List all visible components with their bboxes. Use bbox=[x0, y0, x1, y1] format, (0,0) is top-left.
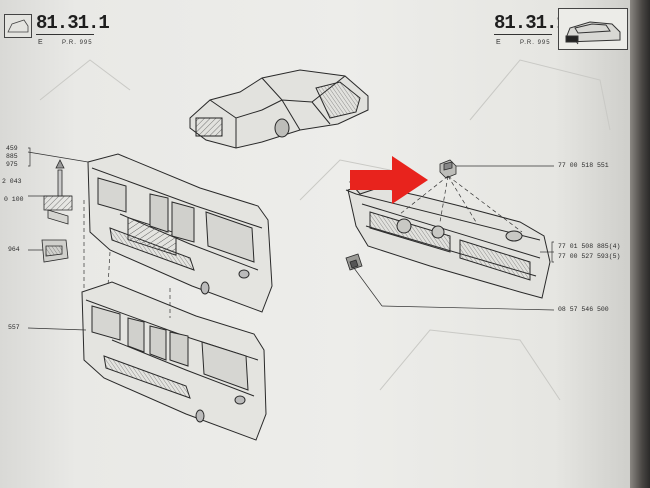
part-number-right-middle-1: 77 01 508 885(4) bbox=[558, 243, 620, 250]
header-left-code: 81.31.1 bbox=[36, 12, 110, 34]
part-number-right-middle-1-suffix: (4) bbox=[608, 243, 621, 250]
front-panel-upper bbox=[87, 153, 273, 313]
part-number-left-3: 975 bbox=[6, 161, 18, 168]
header-left-rule bbox=[36, 34, 94, 35]
header-left-sub: P.R. 995 bbox=[62, 40, 93, 46]
header-left-icon bbox=[4, 14, 32, 38]
part-number-left-2: 885 bbox=[6, 153, 18, 160]
part-number-left-7: 557 bbox=[8, 324, 20, 331]
background-ghost-sketch bbox=[39, 59, 611, 401]
leader-lines-right bbox=[399, 175, 523, 233]
part-number-right-top: 77 00 518 551 bbox=[558, 162, 609, 169]
red-arrow-indicator bbox=[350, 156, 428, 204]
front-panel-lower bbox=[81, 281, 267, 441]
car-body-shell bbox=[189, 69, 369, 149]
leader-lines-right-solid bbox=[353, 165, 555, 311]
header-left-letter: E bbox=[38, 39, 43, 46]
header-left-car-icon bbox=[7, 19, 29, 33]
part-number-left-4: 2 043 bbox=[2, 178, 22, 185]
part-number-right-bottom: 08 57 546 500 bbox=[558, 306, 609, 313]
clip-part-top bbox=[439, 159, 457, 179]
part-number-right-middle-2: 77 00 527 593(5) bbox=[558, 253, 620, 260]
header-car-icon bbox=[565, 21, 621, 45]
header-right-rule bbox=[494, 34, 552, 35]
part-number-left-6: 964 bbox=[8, 246, 20, 253]
part-number-right-middle-2-suffix: (5) bbox=[608, 253, 621, 260]
header-right-letter: E bbox=[496, 39, 501, 46]
part-number-right-middle-1-value: 77 01 508 885 bbox=[558, 243, 609, 250]
part-number-left-1: 459 bbox=[6, 145, 18, 152]
part-number-right-middle-2-value: 77 00 527 593 bbox=[558, 253, 609, 260]
book-binding-edge bbox=[630, 0, 650, 488]
rear-panel bbox=[345, 175, 551, 299]
part-number-left-5: 0 100 bbox=[4, 196, 24, 203]
header-right-sub: P.R. 995 bbox=[520, 40, 551, 46]
block-part-bottom bbox=[345, 253, 363, 271]
header-right-code: 81.31.1 bbox=[494, 12, 568, 34]
small-fasteners-left bbox=[41, 159, 73, 263]
leader-lines-left bbox=[83, 200, 171, 318]
